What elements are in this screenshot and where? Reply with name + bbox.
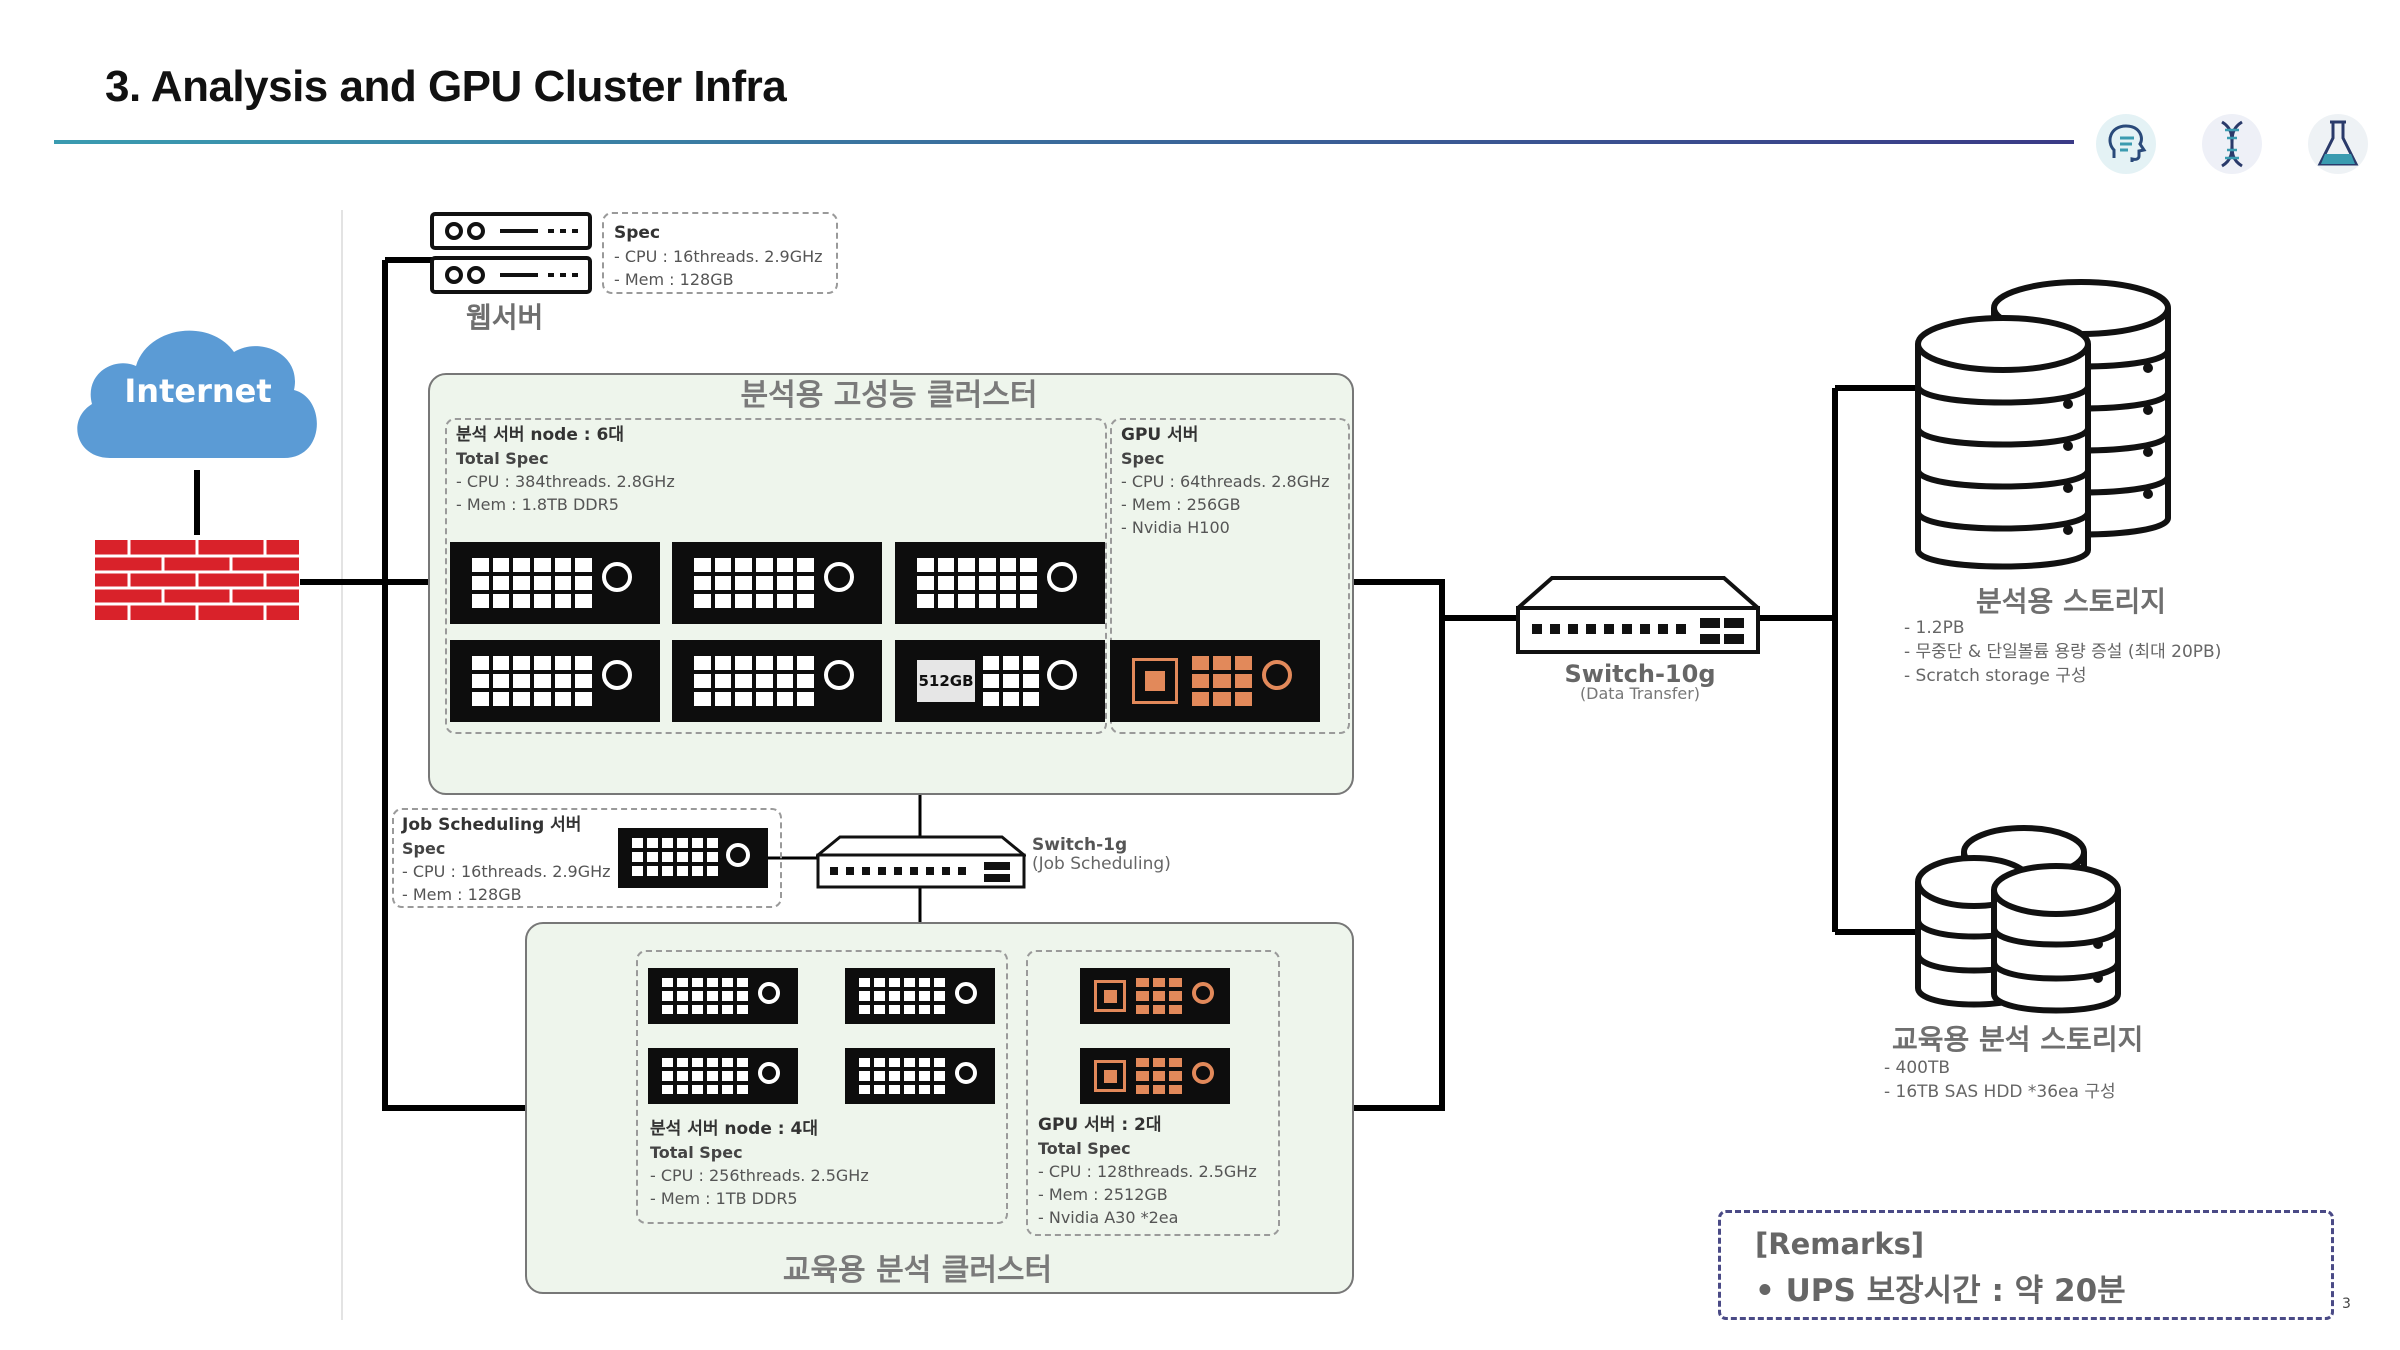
switch-1g-icon — [816, 835, 1026, 889]
hpc-analysis-nodes-box — [445, 418, 1107, 734]
edu-analysis-nodes-box — [636, 950, 1008, 1224]
web-server-spec-box: Spec - CPU : 16threads. 2.9GHz - Mem : 1… — [602, 212, 838, 294]
web-server-icon — [430, 212, 592, 294]
spec-line: - 400TB — [1884, 1058, 1951, 1078]
hpc-gpu-server-box — [1110, 418, 1350, 734]
spec-line: - Scratch storage 구성 — [1904, 666, 2087, 686]
brain-head-icon — [2096, 114, 2156, 174]
spec-title: Job Scheduling 서버 — [402, 815, 582, 835]
spec-title: GPU 서버 — [1121, 425, 1199, 445]
spec-line: - CPU : 256threads. 2.5GHz — [650, 1166, 869, 1185]
spec-title: GPU 서버 : 2대 — [1038, 1115, 1162, 1135]
spec-subtitle: Spec — [402, 839, 446, 858]
spec-subtitle: Total Spec — [650, 1143, 743, 1162]
analysis-server-node-icon — [450, 542, 660, 624]
analysis-server-node-icon — [895, 542, 1105, 624]
spec-title: 분석 서버 node : 4대 — [650, 1119, 818, 1139]
switch-1g-label: Switch-1g — [1032, 835, 1128, 855]
edu-storage-label: 교육용 분석 스토리지 — [1892, 1023, 2144, 1056]
analysis-server-node-icon — [845, 1048, 995, 1104]
page-number: 3 — [2342, 1296, 2351, 1312]
spec-line: - CPU : 16threads. 2.9GHz — [614, 247, 823, 266]
gpu-server-icon — [1080, 1048, 1230, 1104]
spec-subtitle: Spec — [1121, 449, 1165, 468]
analysis-server-node-icon — [450, 640, 660, 722]
analysis-server-node-icon — [672, 640, 882, 722]
edu-analysis-spec: 분석 서버 node : 4대 Total Spec - CPU : 256th… — [650, 1118, 869, 1210]
spec-line: - Mem : 1.8TB DDR5 — [456, 495, 619, 514]
edu-gpu-server-box — [1026, 950, 1280, 1236]
analysis-storage-spec: - 1.2PB - 무중단 & 단일볼륨 용량 증설 (최대 20PB) - S… — [1904, 616, 2221, 688]
job-scheduler-spec-box: Job Scheduling 서버 Spec - CPU : 16threads… — [392, 808, 782, 908]
internet-label: Internet — [124, 372, 272, 410]
hpc-gpu-spec: GPU 서버 Spec - CPU : 64threads. 2.8GHz - … — [1121, 424, 1330, 539]
spec-line: - 1.2PB — [1904, 618, 1965, 638]
spec-line: - Mem : 2512GB — [1038, 1185, 1168, 1204]
spec-title: Spec — [614, 223, 661, 243]
edu-storage-spec: - 400TB - 16TB SAS HDD *36ea 구성 — [1884, 1056, 2116, 1104]
job-scheduling-server-icon — [618, 828, 768, 888]
memory-badge: 512GB — [917, 660, 975, 702]
spec-line: - Nvidia A30 *2ea — [1038, 1208, 1179, 1227]
title-underline — [54, 140, 2074, 144]
divider-line — [341, 210, 343, 1320]
switch-1g-sub: (Job Scheduling) — [1032, 854, 1171, 874]
spec-line: - Mem : 1TB DDR5 — [650, 1189, 798, 1208]
analysis-server-node-icon — [845, 968, 995, 1024]
analysis-server-node-icon — [648, 1048, 798, 1104]
spec-subtitle: Total Spec — [456, 449, 549, 468]
spec-title: 분석 서버 node : 6대 — [456, 425, 624, 445]
analysis-server-node-icon — [648, 968, 798, 1024]
gpu-server-icon — [1110, 640, 1320, 722]
remarks-box: [Remarks] • UPS 보장시간 : 약 20분 — [1718, 1210, 2334, 1320]
remarks-item-text: UPS 보장시간 : 약 20분 — [1785, 1273, 2126, 1309]
bullet-icon: • — [1755, 1273, 1786, 1309]
gpu-server-icon — [1080, 968, 1230, 1024]
spec-line: - Mem : 128GB — [402, 885, 522, 904]
switch-10g-icon — [1516, 576, 1760, 654]
spec-line: - CPU : 128threads. 2.5GHz — [1038, 1162, 1257, 1181]
switch-10g-sub: (Data Transfer) — [1579, 684, 1701, 703]
edu-gpu-spec: GPU 서버 : 2대 Total Spec - CPU : 128thread… — [1038, 1114, 1257, 1229]
spec-line: - Mem : 256GB — [1121, 495, 1241, 514]
remarks-title: [Remarks] — [1755, 1227, 1925, 1261]
spec-line: - CPU : 64threads. 2.8GHz — [1121, 472, 1330, 491]
firewall-icon — [95, 540, 299, 620]
dna-icon — [2202, 114, 2262, 174]
web-server-label: 웹서버 — [466, 301, 544, 334]
analysis-server-512gb-icon: 512GB — [895, 640, 1105, 722]
remarks-item: • UPS 보장시간 : 약 20분 — [1755, 1265, 2297, 1310]
spec-subtitle: Total Spec — [1038, 1139, 1131, 1158]
edu-cluster-title: 교육용 분석 클러스터 — [782, 1253, 1053, 1288]
hpc-analysis-spec: 분석 서버 node : 6대 Total Spec - CPU : 384th… — [456, 424, 675, 516]
switch-10g-caption: Switch-10g (Data Transfer) — [1520, 660, 1760, 703]
page-title: 3. Analysis and GPU Cluster Infra — [105, 62, 787, 111]
spec-line: - Mem : 128GB — [614, 270, 734, 289]
switch-1g-caption: Switch-1g (Job Scheduling) — [1032, 836, 1171, 874]
spec-line: - Nvidia H100 — [1121, 518, 1230, 537]
internet-cloud-icon — [77, 330, 317, 458]
analysis-storage-database-icon — [1915, 279, 2171, 570]
spec-line: - CPU : 16threads. 2.9GHz — [402, 862, 611, 881]
spec-line: - 무중단 & 단일볼륨 용량 증설 (최대 20PB) — [1904, 642, 2222, 662]
analysis-server-node-icon — [672, 542, 882, 624]
analysis-storage-label: 분석용 스토리지 — [1976, 585, 2167, 618]
spec-line: - CPU : 384threads. 2.8GHz — [456, 472, 675, 491]
switch-10g-label: Switch-10g — [1564, 660, 1716, 688]
spec-line: - 16TB SAS HDD *36ea 구성 — [1884, 1082, 2116, 1102]
hpc-cluster-title: 분석용 고성능 클러스터 — [740, 378, 1038, 413]
lab-flask-icon — [2308, 114, 2368, 174]
edu-storage-database-icon — [1915, 825, 2121, 1014]
